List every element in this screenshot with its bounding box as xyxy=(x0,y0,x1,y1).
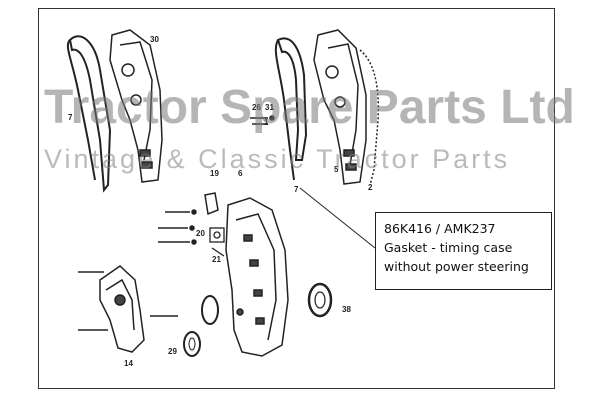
ring xyxy=(201,295,219,325)
bolts-middle xyxy=(158,209,197,245)
watermark-tagline: Vintage & Classic Tractor Parts xyxy=(44,144,511,174)
label-1: 1 xyxy=(264,118,269,127)
bracket-19 xyxy=(204,192,219,216)
callout-description-line1: Gasket - timing case xyxy=(384,240,513,255)
right-gasket-outer xyxy=(274,39,295,181)
left-cover-plate xyxy=(109,29,163,183)
label-7-left: 7 xyxy=(68,113,73,122)
label-5: 5 xyxy=(334,165,339,174)
label-21: 21 xyxy=(212,255,221,264)
callout-leader xyxy=(299,187,376,249)
right-gasket xyxy=(276,37,308,161)
right-cover-plate xyxy=(313,29,367,185)
left-gasket-outer xyxy=(66,39,96,181)
watermark-company-name: Tractor Spare Parts Ltd xyxy=(44,81,575,134)
label-26: 26 xyxy=(252,103,261,112)
label-6: 6 xyxy=(238,169,243,178)
bolts-top xyxy=(250,115,275,125)
dotted-gasket xyxy=(359,49,380,186)
callout-part-number: 86K416 / AMK237 xyxy=(384,221,496,236)
parts-20-21 xyxy=(209,227,225,257)
label-29: 29 xyxy=(168,347,177,356)
callout-description-line2: without power steering xyxy=(384,259,529,274)
part-callout-box: 86K416 / AMK237 Gasket - timing case wit… xyxy=(375,212,552,290)
label-31: 31 xyxy=(265,103,274,112)
label-2: 2 xyxy=(368,183,373,192)
timing-case-body xyxy=(225,197,289,357)
label-38: 38 xyxy=(342,305,351,314)
label-7-right: 7 xyxy=(294,185,299,194)
bracket-14 xyxy=(99,265,145,353)
bolts-bracket xyxy=(78,271,178,331)
label-20: 20 xyxy=(196,229,205,238)
left-gasket xyxy=(68,35,112,193)
label-30: 30 xyxy=(150,35,159,44)
label-19: 19 xyxy=(210,169,219,178)
label-14: 14 xyxy=(124,359,133,368)
